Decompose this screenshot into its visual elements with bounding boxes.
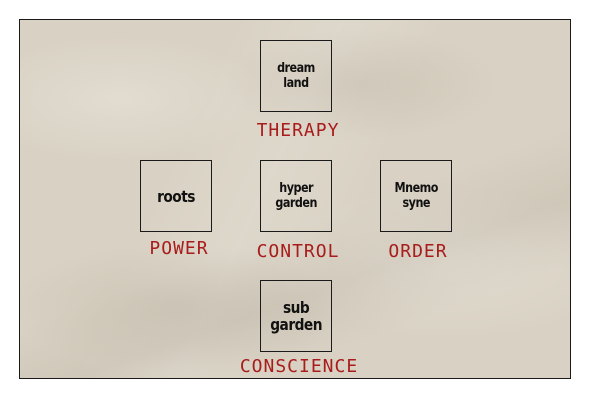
node-roots-line-1: roots: [157, 186, 195, 206]
label-order: ORDER: [388, 241, 448, 262]
node-dreamland: dream land: [260, 40, 332, 112]
label-therapy: THERAPY: [256, 120, 340, 141]
node-mnemosyne-text: Mnemo syne: [394, 181, 438, 211]
node-hypergarden-line-2: garden: [275, 196, 317, 211]
label-conscience: CONSCIENCE: [239, 356, 359, 377]
node-dreamland-line-2: land: [283, 76, 309, 91]
node-dreamland-text: dream land: [277, 61, 315, 91]
node-mnemosyne-line-2: syne: [402, 196, 430, 211]
node-subgarden-line-2: garden: [270, 315, 322, 334]
diagram-canvas: dream land THERAPY roots POWER hyper gar…: [19, 19, 571, 379]
node-mnemosyne-line-1: Mnemo: [394, 181, 438, 196]
node-roots-text: roots: [157, 188, 195, 205]
label-control: CONTROL: [256, 241, 340, 262]
node-mnemosyne: Mnemo syne: [380, 160, 452, 232]
node-subgarden: sub garden: [260, 280, 332, 352]
node-subgarden-text: sub garden: [270, 299, 322, 333]
node-dreamland-line-1: dream: [277, 61, 315, 76]
node-hypergarden-line-1: hyper: [279, 181, 313, 196]
node-hypergarden-text: hyper garden: [275, 181, 317, 211]
node-roots: roots: [140, 160, 212, 232]
node-subgarden-line-1: sub: [282, 298, 310, 317]
node-hypergarden: hyper garden: [260, 160, 332, 232]
label-power: POWER: [149, 238, 209, 259]
